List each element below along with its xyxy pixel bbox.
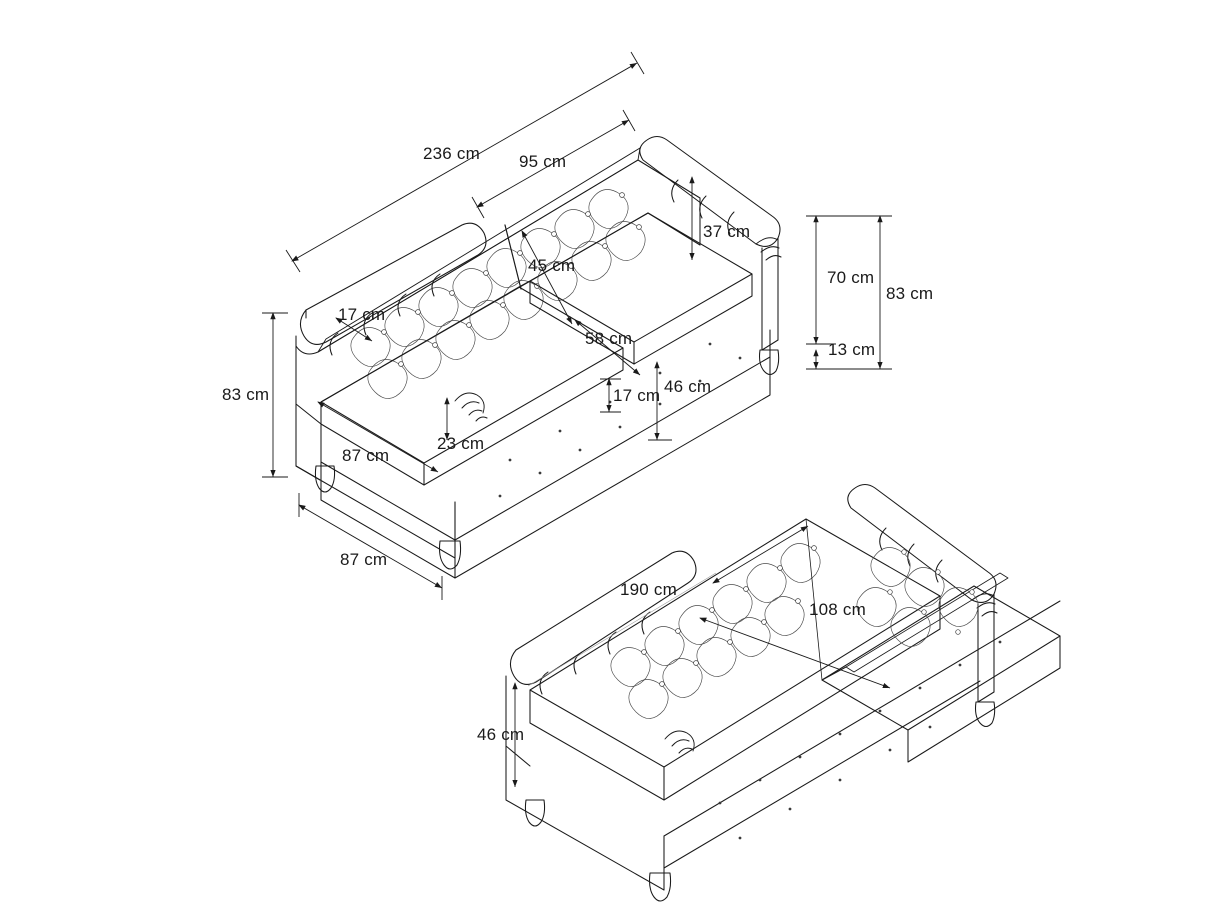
bed-left-arm (505, 550, 697, 891)
dimension-label-95: 95 cm (519, 152, 567, 171)
left-front-leg (314, 465, 336, 493)
bed-right-leg (974, 701, 996, 728)
bed-base-frame (663, 600, 1061, 869)
dim-line-236 (291, 62, 638, 262)
dimension-label-87-lower: 87 cm (340, 550, 388, 569)
dim-line-58 (574, 319, 641, 376)
right-arm (639, 135, 782, 351)
dimension-label-87-upper: 87 cm (342, 446, 390, 465)
dim-line-87-lower (298, 504, 443, 589)
dim-line-45 (521, 230, 573, 325)
lower-view-dimension-lines (512, 525, 891, 787)
upper-view-dimension-lines (262, 51, 892, 600)
dim-line-190 (712, 525, 809, 584)
dimension-label-83-left: 83 cm (222, 385, 270, 404)
dimension-label-17-seat: 17 cm (613, 386, 661, 405)
sofa-base-frame (320, 329, 771, 579)
dim-line-95 (476, 119, 630, 208)
dimension-label-70: 70 cm (827, 268, 875, 287)
dimension-label-46-bed: 46 cm (477, 725, 525, 744)
bed-left-rear-leg (648, 872, 672, 902)
dimension-label-58: 58 cm (585, 329, 633, 348)
dim-line-87-upper (317, 401, 439, 473)
dimension-label-17-top: 17 cm (338, 305, 386, 324)
dimension-label-46-seat: 46 cm (664, 377, 712, 396)
dimension-label-23: 23 cm (437, 434, 485, 453)
dimension-label-45: 45 cm (528, 256, 576, 275)
right-leg (758, 349, 780, 376)
dimension-label-236: 236 cm (423, 144, 480, 163)
dimension-label-37: 37 cm (703, 222, 751, 241)
bed-left-front-leg (524, 799, 546, 827)
dimension-label-83-right: 83 cm (886, 284, 934, 303)
dimension-label-13: 13 cm (828, 340, 876, 359)
dimension-label-190: 190 cm (620, 580, 677, 599)
dim-line-108 (699, 617, 891, 689)
bed-right-arm (847, 483, 998, 703)
dimension-label-108: 108 cm (809, 600, 866, 619)
dim-line-17-top (335, 317, 373, 342)
